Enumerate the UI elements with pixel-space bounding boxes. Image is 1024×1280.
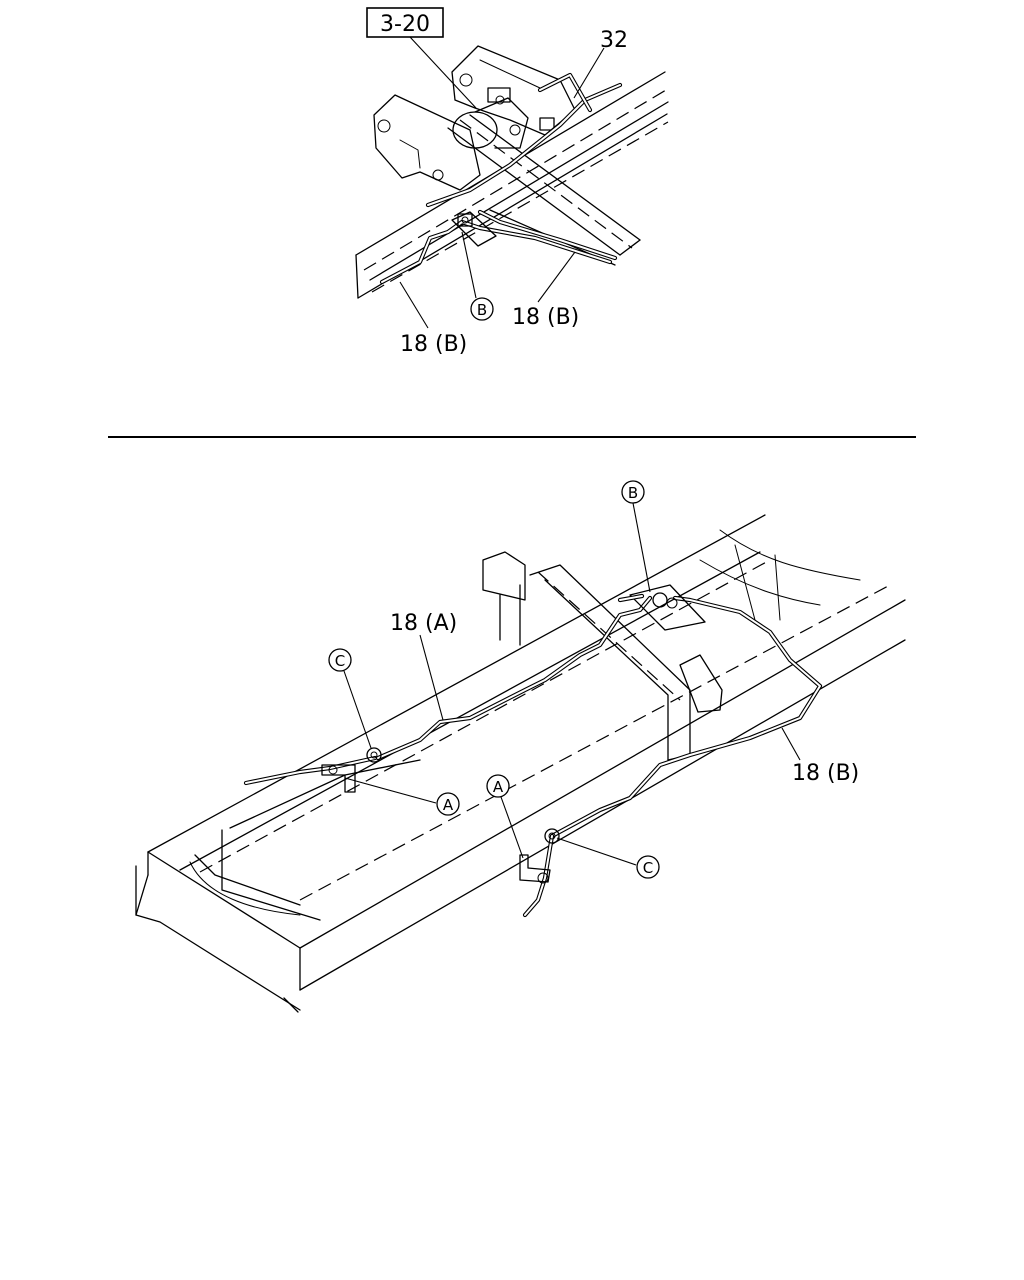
- lower-cross-member: [482, 551, 723, 761]
- leader-pipe-18a: [419, 634, 444, 721]
- reference-box-label: 3-20: [380, 12, 430, 37]
- leader-callout-a-left: [344, 777, 437, 804]
- callout-b-lower: B: [628, 484, 638, 502]
- reference-box[interactable]: 3-20: [366, 7, 444, 38]
- lower-bracket-a-right[interactable]: [519, 854, 551, 884]
- upper-joint-connector[interactable]: [451, 211, 497, 247]
- upper-view: 3-20: [355, 7, 669, 357]
- upper-brake-pipes: [379, 72, 623, 285]
- callout-a-right-circle: [486, 774, 510, 798]
- lower-clip-c-left[interactable]: [366, 747, 382, 763]
- lower-pipe-18b: [549, 595, 823, 839]
- callout-a-left: A: [443, 796, 454, 814]
- callout-c-left-circle: [328, 648, 352, 672]
- upper-frame-rail: [355, 71, 669, 299]
- lower-bracket-a-left[interactable]: [321, 764, 356, 793]
- pipe-label-18b: 18 (B): [792, 761, 859, 786]
- upper-bracket-left: [373, 94, 481, 191]
- leader-ref-box: [409, 36, 477, 109]
- upper-valve-assembly[interactable]: [452, 87, 555, 149]
- pipe-label-18a: 18 (A): [390, 611, 457, 636]
- lower-clip-c-right[interactable]: [544, 828, 560, 844]
- leader-callout-c-right: [556, 837, 637, 866]
- leader-callout-a-right: [500, 796, 524, 859]
- lower-hose-right[interactable]: [522, 833, 555, 918]
- pipe-label-upper-left: 18 (B): [400, 332, 467, 357]
- lower-pipe-18a: [375, 595, 653, 761]
- leader-callout-b-upper: [461, 231, 477, 299]
- leader-callout-c-left: [343, 670, 372, 749]
- lower-hose-left[interactable]: [243, 755, 378, 786]
- part-number-32: 32: [600, 28, 628, 53]
- leader-pipe-18b: [781, 727, 801, 761]
- callout-b-upper-circle: [470, 297, 494, 321]
- callout-c-right: C: [643, 859, 653, 877]
- callout-a-right: A: [493, 778, 504, 796]
- leader-pipe-left-upper: [399, 281, 429, 329]
- callout-a-left-circle: [436, 792, 460, 816]
- leader-pipe-right-upper: [537, 251, 576, 303]
- callout-b-lower-circle: [621, 480, 645, 504]
- lower-joint-connector[interactable]: [617, 584, 706, 631]
- leader-part-32: [573, 47, 605, 99]
- lower-frame-near-rail: [135, 599, 906, 1013]
- lower-frame-far-rail: [147, 514, 891, 901]
- callout-c-right-circle: [636, 855, 660, 879]
- pipe-label-upper-right: 18 (B): [512, 305, 579, 330]
- upper-bracket-right: [451, 45, 576, 136]
- callout-c-left: C: [335, 652, 345, 670]
- lower-view: B 18 (A) C A A 18 (B) C: [135, 480, 906, 1013]
- leader-callout-b-lower: [632, 502, 651, 593]
- callout-b-upper: B: [477, 301, 487, 319]
